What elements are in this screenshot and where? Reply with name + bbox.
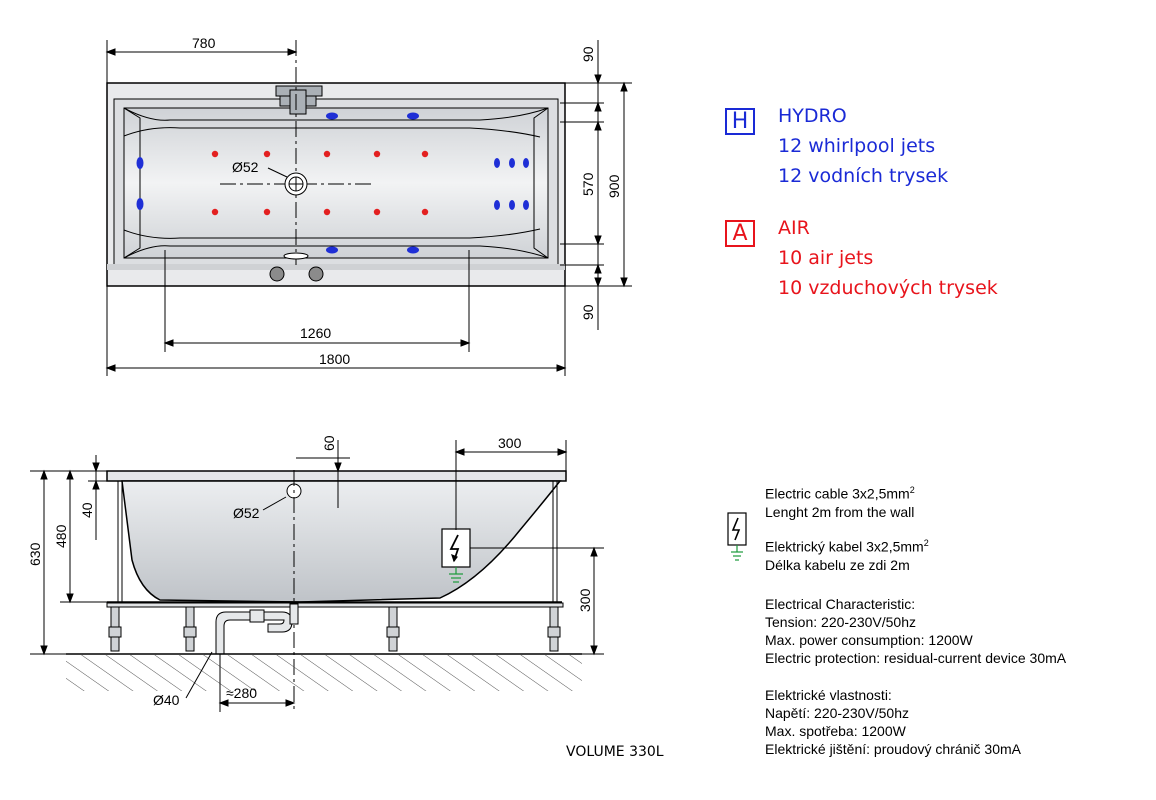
air-jet-icon <box>373 208 381 216</box>
air-jet-icon <box>211 150 219 158</box>
air-title: AIR <box>778 217 810 239</box>
tub-rim-side <box>106 470 567 482</box>
hydro-line-1: 12 whirlpool jets <box>778 135 936 157</box>
char-protection: Electric protection: residual-current de… <box>765 650 1067 666</box>
hydro-jet-icon <box>523 158 529 168</box>
cable-cz-line-2: Délka kabelu ze zdi 2m <box>765 556 910 573</box>
dim-300-right: 300 <box>577 588 593 612</box>
hydro-jet-icon <box>326 112 338 120</box>
hydro-title: HYDRO <box>778 105 847 127</box>
hydro-jet-icon <box>136 157 144 169</box>
drain-icon <box>284 172 308 196</box>
electric-cable-info-cz: Elektrický kabel 3x2,5mm2 Délka kabelu z… <box>765 534 929 574</box>
tub-body-side <box>121 480 562 603</box>
dim-90-bottom: 90 <box>580 304 596 320</box>
electrical-box-icon <box>441 528 471 583</box>
air-jet-icon <box>373 150 381 158</box>
cable-sup-1: 2 <box>909 485 915 495</box>
dim-1260: 1260 <box>300 325 331 341</box>
air-jet-icon <box>263 150 271 158</box>
overflow-diameter-label: Ø52 <box>233 505 260 521</box>
cz-tension: Napětí: 220-230V/50hz <box>765 705 909 721</box>
air-jet-icon <box>421 150 429 158</box>
air-jets <box>211 150 429 216</box>
electric-cable-info: Electric cable 3x2,5mm2 Lenght 2m from t… <box>765 481 915 521</box>
dim-60: 60 <box>321 435 337 451</box>
control-button-icon <box>269 266 285 282</box>
dim-480: 480 <box>53 524 69 548</box>
dim-40: 40 <box>79 502 95 518</box>
hydro-badge: H <box>725 108 755 135</box>
cable-sup-2: 2 <box>923 538 929 548</box>
drain-diameter-label: Ø52 <box>232 159 259 175</box>
dim-1800: 1800 <box>319 351 350 367</box>
air-line-2: 10 vzduchových trysek <box>778 277 998 299</box>
tub-basin <box>123 107 549 259</box>
waste-diameter-label: Ø40 <box>153 692 180 708</box>
hydro-jet-icon <box>136 198 144 210</box>
top-view-dimensions <box>105 40 632 376</box>
air-badge: A <box>725 220 755 247</box>
cable-line-2: Lenght 2m from the wall <box>765 503 915 520</box>
air-jet-icon <box>323 150 331 158</box>
dim-90-top: 90 <box>580 46 596 62</box>
dim-780: 780 <box>192 35 216 51</box>
hydro-jet-icon <box>407 112 419 120</box>
hydro-line-2: 12 vodních trysek <box>778 165 949 187</box>
side-view-dimensions <box>30 440 604 712</box>
faucet-icon <box>275 85 323 115</box>
control-button-icon <box>308 266 324 282</box>
air-line-1: 10 air jets <box>778 247 874 269</box>
hydro-jets <box>136 112 529 254</box>
side-view <box>66 470 582 712</box>
char-tension: Tension: 220-230V/50hz <box>765 614 916 630</box>
air-jet-icon <box>421 208 429 216</box>
dim-570: 570 <box>580 172 596 196</box>
cable-line-1: Electric cable 3x2,5mm <box>765 485 910 502</box>
hydro-jet-icon <box>509 158 515 168</box>
cz-power: Max. spotřeba: 1200W <box>765 723 906 739</box>
air-jet-icon <box>211 208 219 216</box>
hydro-jet-icon <box>523 200 529 210</box>
cz-protection: Elektrické jištění: proudový chránič 30m… <box>765 741 1021 757</box>
char-power: Max. power consumption: 1200W <box>765 632 973 648</box>
char-title: Electrical Characteristic: <box>765 596 916 612</box>
air-jet-icon <box>263 208 271 216</box>
cz-title: Elektrické vlastnosti: <box>765 687 892 703</box>
hydro-jet-icon <box>494 200 500 210</box>
dim-630: 630 <box>27 542 43 566</box>
cable-cz-line-1: Elektrický kabel 3x2,5mm <box>765 538 924 555</box>
air-jet-icon <box>323 208 331 216</box>
electric-symbol-icon <box>727 512 747 561</box>
hydro-jet-icon <box>407 246 419 254</box>
dim-900: 900 <box>606 174 622 198</box>
waste-distance-label: ≈280 <box>226 685 257 701</box>
dim-300-top: 300 <box>498 435 522 451</box>
hydro-jet-icon <box>326 246 338 254</box>
electrical-characteristic-cz: Elektrické vlastnosti: Napětí: 220-230V/… <box>765 686 1021 758</box>
waste-pipe-icon <box>215 603 299 655</box>
volume-label: VOLUME 330L <box>566 744 664 760</box>
air-legend: AIR 10 air jets 10 vzduchových trysek <box>778 213 998 303</box>
hydro-legend: HYDRO 12 whirlpool jets 12 vodních tryse… <box>778 101 948 191</box>
hydro-jet-icon <box>494 158 500 168</box>
electrical-characteristic: Electrical Characteristic: Tension: 220-… <box>765 595 1066 667</box>
hydro-jet-icon <box>509 200 515 210</box>
